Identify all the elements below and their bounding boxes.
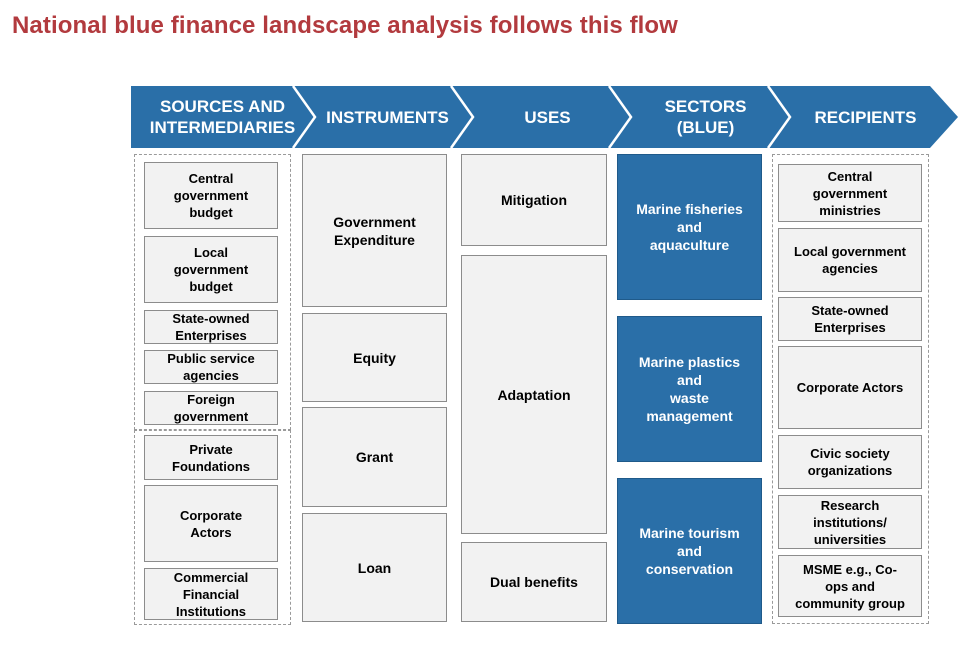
recipient-box: Corporate Actors xyxy=(778,346,922,429)
chevron-instruments xyxy=(293,86,473,148)
private-sources-group xyxy=(134,430,291,625)
recipients-group xyxy=(772,154,929,624)
instrument-box: Government Expenditure xyxy=(302,154,447,307)
source-box: Local government budget xyxy=(144,236,278,303)
header-instruments: INSTRUMENTS xyxy=(326,107,449,127)
chevron-sources xyxy=(131,86,315,148)
recipient-box: Civic society organizations xyxy=(778,435,922,489)
recipient-box: Research institutions/ universities xyxy=(778,495,922,549)
sector-box: Marine plastics and waste management xyxy=(617,316,762,462)
source-box: State-owned Enterprises xyxy=(144,310,278,344)
chevron-uses xyxy=(451,86,631,148)
recipient-box: State-owned Enterprises xyxy=(778,297,922,341)
public-sources-group xyxy=(134,154,291,430)
recipient-box: Local government agencies xyxy=(778,228,922,292)
source-box: Public service agencies xyxy=(144,350,278,384)
source-box: Private Foundations xyxy=(144,435,278,480)
use-box: Mitigation xyxy=(461,154,607,246)
page-title: National blue finance landscape analysis… xyxy=(12,12,678,39)
instrument-box: Loan xyxy=(302,513,447,622)
instrument-box: Equity xyxy=(302,313,447,402)
recipient-box: Central government ministries xyxy=(778,164,922,222)
chevron-sectors xyxy=(609,86,790,148)
source-box: Corporate Actors xyxy=(144,485,278,562)
source-box: Central government budget xyxy=(144,162,278,229)
instrument-box: Grant xyxy=(302,407,447,507)
use-box: Adaptation xyxy=(461,255,607,534)
header-uses: USES xyxy=(524,107,571,127)
flow-header xyxy=(131,85,958,149)
source-box: Foreign government xyxy=(144,391,278,425)
header-recipients: RECIPIENTS xyxy=(814,107,917,127)
source-box: Commercial Financial Institutions xyxy=(144,568,278,620)
sector-box: Marine tourism and conservation xyxy=(617,478,762,624)
sector-box: Marine fisheries and aquaculture xyxy=(617,154,762,300)
header-sectors: SECTORS (BLUE) xyxy=(664,97,747,137)
use-box: Dual benefits xyxy=(461,542,607,622)
header-sources: SOURCES AND INTERMEDIARIES xyxy=(149,97,296,137)
chevron-recipients xyxy=(768,86,958,148)
recipient-box: MSME e.g., Co- ops and community group xyxy=(778,555,922,617)
